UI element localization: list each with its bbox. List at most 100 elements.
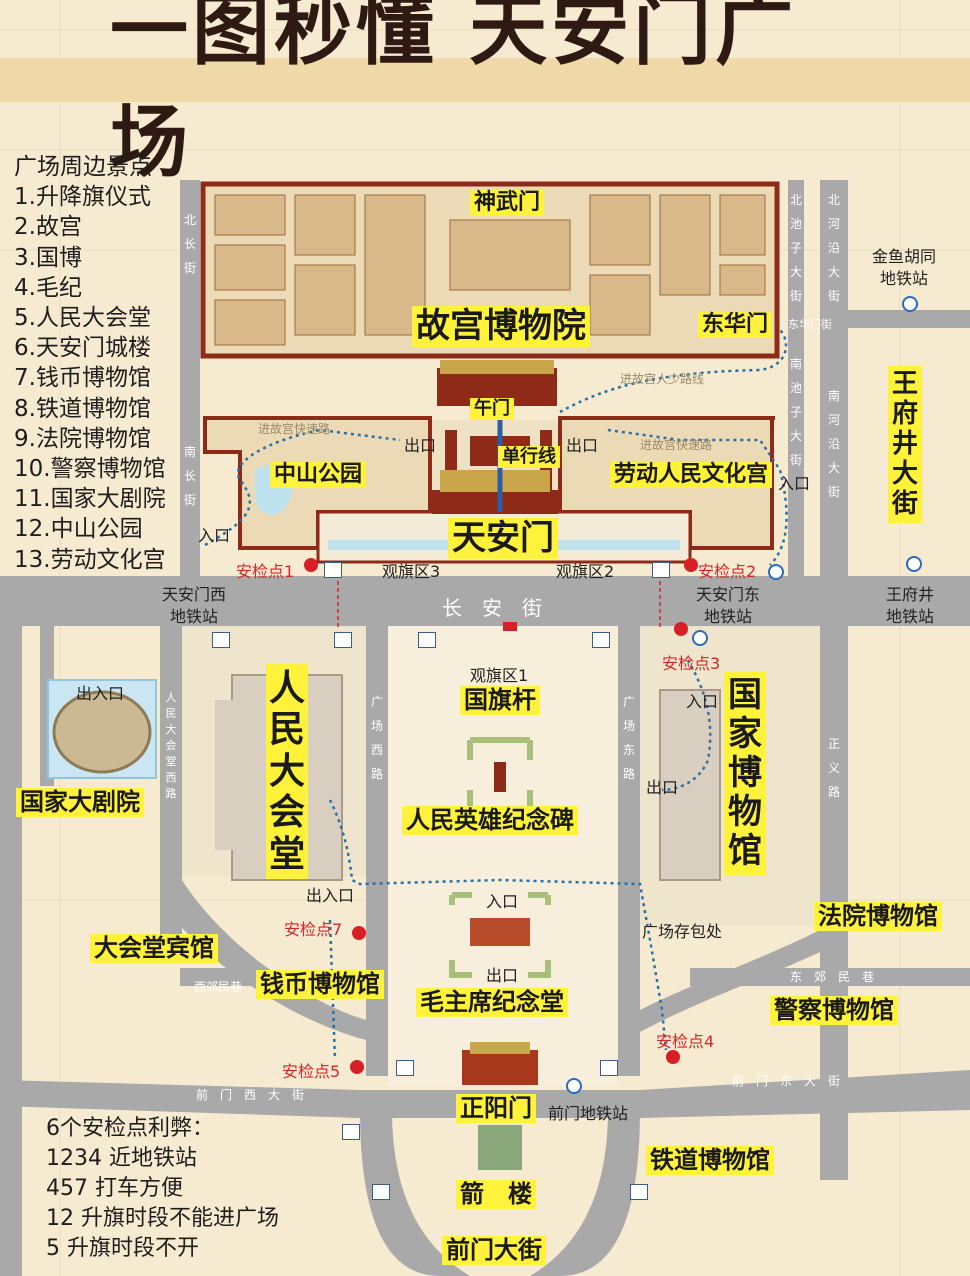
- checkpoint-4: 安检点4: [656, 1032, 715, 1051]
- list-item: 5.人民大会堂: [14, 305, 151, 332]
- list-item: 3.国博: [14, 244, 82, 271]
- notes-line: 1234 近地铁站: [46, 1146, 197, 1171]
- list-item: 1.升降旗仪式: [14, 184, 151, 211]
- road-square-east: 广场东路: [622, 695, 635, 781]
- label-mausoleum: 毛主席纪念堂: [416, 988, 568, 1017]
- checkpoint-7-dot: [352, 926, 366, 940]
- road-nanchizi: 南池子大街: [789, 357, 802, 467]
- label-court-museum: 法院博物馆: [814, 902, 942, 931]
- notes-line: 5 升旗时段不开: [46, 1236, 199, 1261]
- label-zhengyangmen: 正阳门: [456, 1094, 536, 1123]
- label-hall-hotel: 大会堂宾馆: [90, 934, 218, 963]
- checkpoint-7: 安检点7: [284, 920, 343, 939]
- restroom-icon: [334, 632, 352, 648]
- label-national-theater: 国家大剧院: [16, 788, 144, 817]
- attractions-list: 广场周边景点 1.升降旗仪式 2.故宫 3.国博 4.毛纪 5.人民大会堂 6.…: [14, 152, 166, 575]
- list-item: 12.中山公园: [14, 516, 143, 543]
- metro-icon: [692, 630, 708, 646]
- road-beichizi: 北池子大街: [789, 193, 802, 303]
- label-palace-route-top: 进故宫人少路线: [620, 372, 705, 386]
- road-dongjiaomin: 东 郊 民 巷: [790, 970, 875, 984]
- list-item: 8.铁道博物馆: [14, 395, 151, 422]
- label-railway-museum: 铁道博物馆: [646, 1146, 774, 1175]
- label-changan: 长 安 街: [442, 596, 542, 620]
- checkpoint-5-dot: [350, 1060, 364, 1074]
- restroom-icon: [600, 1060, 618, 1076]
- road-qianmen-west: 前 门 西 大 街: [196, 1088, 305, 1102]
- label-view-area-1: 观旗区1: [470, 666, 529, 685]
- label-palace-route-right: 进故宫快速路: [640, 438, 713, 452]
- checkpoint-2-dot: [684, 558, 698, 572]
- label-baggage: 广场存包处: [642, 922, 723, 941]
- checkpoint-notes: 6个安检点利弊： 1234 近地铁站 457 打车方便 12 升旗时段不能进广场…: [46, 1114, 279, 1264]
- road-beihe: 北河沿大街: [827, 193, 840, 303]
- road-qianmen-east: 前 门 东 大 街: [732, 1074, 841, 1088]
- label-great-hall: 人民大会堂: [266, 664, 308, 879]
- metro-icon: [768, 564, 784, 580]
- label-tiananmen: 天安门: [448, 518, 558, 559]
- label-one-way: 单行线: [498, 446, 560, 468]
- attractions-heading: 广场周边景点: [14, 154, 152, 180]
- notes-line: 12 升旗时段不能进广场: [46, 1206, 279, 1231]
- label-maus-entry: 入口: [486, 892, 519, 911]
- label-flagpole: 国旗杆: [460, 686, 540, 715]
- checkpoint-1-dot: [304, 558, 318, 572]
- page-title: 一图秒懂 天安门广场: [110, 0, 798, 188]
- label-theater-exit-entry: 出入口: [76, 684, 125, 703]
- restroom-icon: [418, 632, 436, 648]
- label-shenwumen: 神武门: [470, 190, 545, 217]
- restroom-icon: [212, 632, 230, 648]
- list-item: 2.故宫: [14, 214, 82, 241]
- restroom-icon: [342, 1124, 360, 1140]
- list-item: 11.国家大剧院: [14, 486, 166, 513]
- label-police-museum: 警察博物馆: [770, 996, 898, 1025]
- metro-tiananmen-east: 天安门东 地铁站: [696, 585, 761, 626]
- label-museum-entry: 入口: [686, 692, 719, 711]
- road-beichang: 北长街: [183, 213, 196, 275]
- label-view-area-2: 观旗区2: [556, 562, 615, 581]
- restroom-icon: [324, 562, 342, 578]
- checkpoint-2: 安检点2: [698, 562, 757, 581]
- restroom-icon: [652, 562, 670, 578]
- list-item: 9.法院博物馆: [14, 425, 151, 452]
- metro-icon: [906, 556, 922, 572]
- metro-tiananmen-west: 天安门西 地铁站: [162, 585, 227, 626]
- label-museum-exit: 出口: [646, 778, 679, 797]
- road-zhengyi: 正义路: [827, 737, 840, 799]
- metro-qianmen: 前门地铁站: [548, 1104, 629, 1123]
- label-zhongshan-park: 中山公园: [270, 462, 367, 489]
- checkpoint-5: 安检点5: [282, 1062, 341, 1081]
- checkpoint-4-dot: [666, 1050, 680, 1064]
- list-item: 4.毛纪: [14, 274, 82, 301]
- road-donghuamen-st: 东华门街: [788, 318, 832, 331]
- label-monument: 人民英雄纪念碑: [402, 806, 578, 835]
- label-hall-exit-entry: 出入口: [306, 886, 355, 905]
- list-item: 7.钱币博物馆: [14, 365, 151, 392]
- road-hall-west: 人民大会堂西路: [165, 691, 177, 800]
- label-national-museum: 国家博物馆: [724, 672, 766, 876]
- road-xijiaomin: 西郊民巷: [194, 980, 243, 994]
- label-wangfujing: 王府井大街: [888, 366, 922, 524]
- label-maus-exit: 出口: [486, 966, 519, 985]
- label-donghuamen: 东华门: [698, 312, 773, 339]
- label-labor-palace: 劳动人民文化宫: [610, 462, 773, 489]
- label-exit-right: 出口: [566, 436, 599, 455]
- metro-jinyu: 金鱼胡同 地铁站: [872, 247, 937, 288]
- list-item: 10.警察博物馆: [14, 456, 166, 483]
- label-entry-right: 入口: [778, 474, 811, 493]
- label-exit-left: 出口: [404, 436, 437, 455]
- metro-icon: [566, 1078, 582, 1094]
- checkpoint-3: 安检点3: [662, 654, 721, 673]
- checkpoint-1: 安检点1: [236, 562, 295, 581]
- metro-wangfujing: 王府井 地铁站: [886, 585, 935, 626]
- road-nanhe: 南河沿大街: [827, 389, 840, 499]
- label-wumen: 午门: [470, 398, 514, 420]
- notes-heading: 6个安检点利弊：: [46, 1116, 214, 1141]
- label-coin-museum: 钱币博物馆: [256, 970, 384, 999]
- label-palace-museum: 故宫博物院: [412, 306, 590, 347]
- restroom-icon: [592, 632, 610, 648]
- label-view-area-3: 观旗区3: [382, 562, 441, 581]
- label-qianmen-street: 前门大街: [442, 1236, 546, 1265]
- notes-line: 457 打车方便: [46, 1176, 183, 1201]
